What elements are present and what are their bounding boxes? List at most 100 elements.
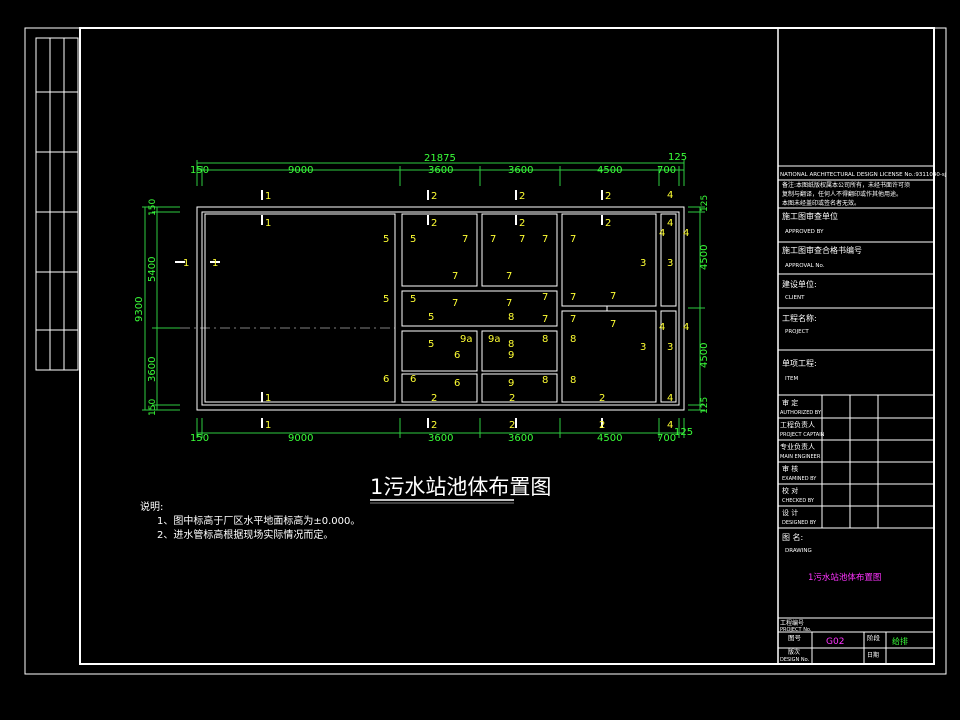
- project-cn: 工程名称:: [782, 313, 817, 323]
- mark-5-f: 5: [428, 339, 434, 350]
- mark-3-c: 3: [640, 342, 646, 353]
- dim-top-extra: 125: [668, 152, 687, 163]
- mark-2-j: 2: [509, 420, 515, 431]
- client-cn: 建设单位:: [782, 279, 817, 289]
- mark-7-e: 7: [519, 234, 525, 245]
- dim-bottom-1: 9000: [288, 433, 313, 444]
- mark-1-bot-b: 1: [265, 420, 271, 431]
- mark-2-d: 2: [519, 218, 525, 229]
- role-en-4: CHECKED BY: [782, 498, 815, 504]
- dim-top-0: 150: [190, 165, 209, 176]
- mark-4-f: 4: [683, 322, 689, 333]
- drawing-name-en: DRAWING: [785, 548, 812, 554]
- mark-7-f: 7: [452, 271, 458, 282]
- mark-2-i: 2: [509, 393, 515, 404]
- project-no-label: 工程编号: [780, 619, 804, 627]
- role-en-2: MAIN ENGINEER: [780, 454, 821, 460]
- role-en-0: AUTHORIZED BY: [780, 410, 822, 416]
- role-cn-0: 审 定: [782, 398, 798, 407]
- dim-left-0: 150: [148, 199, 158, 216]
- remark-line-2: 复制与翻译，任何人不得翻印或作其他用途。: [782, 190, 902, 198]
- dim-bottom-5: 700: [657, 433, 676, 444]
- role-en-1: PROJECT CAPTAIN: [780, 432, 825, 438]
- drawing-no-value: G02: [826, 637, 844, 647]
- mark-8-c: 8: [542, 334, 548, 345]
- role-cn-4: 校 对: [782, 486, 798, 495]
- project-no-en: PROJECT No.: [780, 627, 812, 633]
- role-cn-2: 专业负责人: [780, 442, 815, 451]
- dim-bottom-extra: 125: [674, 427, 693, 438]
- remark-line-3: 本图未经盖印或签名者无效。: [782, 199, 860, 207]
- mark-9-b: 9: [508, 378, 514, 389]
- mark-7-a: 7: [462, 234, 468, 245]
- dim-top-1: 9000: [288, 165, 313, 176]
- mark-8-a: 8: [508, 312, 514, 323]
- project-en: PROJECT: [785, 329, 809, 335]
- sheet-inner-border: [79, 27, 935, 665]
- mark-6-b: 6: [410, 374, 416, 385]
- mark-9-a: 9: [508, 350, 514, 361]
- mark-4-a: 4: [667, 190, 673, 201]
- mark-4-h: 4: [667, 420, 673, 431]
- dim-overall-height: 9300: [134, 297, 145, 322]
- mark-1-left-b: 1: [212, 258, 218, 269]
- mark-3-a: 3: [640, 258, 646, 269]
- dim-right-1: 4500: [699, 245, 710, 270]
- mark-8-d: 8: [570, 334, 576, 345]
- mark-7-d: 7: [570, 234, 576, 245]
- mark-1-left-a: 1: [183, 258, 189, 269]
- dim-top-5: 700: [657, 165, 676, 176]
- mark-6-c: 6: [454, 350, 460, 361]
- role-cn-1: 工程负责人: [780, 420, 815, 429]
- mark-8-f: 8: [570, 375, 576, 386]
- mark-4-b: 4: [667, 218, 673, 229]
- dim-top-2: 3600: [428, 165, 453, 176]
- dim-overall-width: 21875: [424, 153, 456, 164]
- mark-7-o: 7: [610, 319, 616, 330]
- mark-5-c: 5: [383, 294, 389, 305]
- mark-7-l: 7: [610, 291, 616, 302]
- mark-2-g: 2: [431, 393, 437, 404]
- dim-bottom-2: 3600: [428, 433, 453, 444]
- mark-7-g: 7: [506, 271, 512, 282]
- mark-2-h: 2: [431, 420, 437, 431]
- dim-top-4: 4500: [597, 165, 622, 176]
- design-no-en: DESIGN No.: [780, 657, 810, 663]
- drawing-title: 1污水站池体布置图: [370, 475, 551, 499]
- mark-6-d: 6: [454, 378, 460, 389]
- design-no-label: 版次: [788, 648, 800, 656]
- dim-left-2: 3600: [147, 357, 158, 382]
- dim-left-1: 5400: [147, 257, 158, 282]
- dim-bottom-0: 150: [190, 433, 209, 444]
- dimensions: [142, 160, 705, 438]
- date-label: 日期: [867, 651, 879, 659]
- note-1: 1、图中标高于厂区水平地面标高为±0.000。: [157, 514, 360, 527]
- mark-5-b: 5: [410, 234, 416, 245]
- dim-bottom-4: 4500: [597, 433, 622, 444]
- mark-2-e: 2: [605, 191, 611, 202]
- note-2: 2、进水管标高根据现场实际情况而定。: [157, 528, 333, 541]
- mark-7-n: 7: [570, 314, 576, 325]
- role-en-5: DESIGNED BY: [782, 520, 817, 526]
- mark-5-e: 5: [428, 312, 434, 323]
- mark-7-b: 7: [490, 234, 496, 245]
- mark-7-j: 7: [542, 292, 548, 303]
- binding-strip: [35, 37, 79, 371]
- mark-6-a: 6: [383, 374, 389, 385]
- mark-7-k: 7: [570, 292, 576, 303]
- mark-3-b: 3: [667, 258, 673, 269]
- dim-left-3: 150: [148, 399, 158, 416]
- approved-cn: 施工图审查单位: [782, 211, 838, 221]
- approved-en: APPROVED BY: [785, 229, 824, 235]
- role-cn-5: 设 计: [782, 508, 798, 517]
- mark-3-d: 3: [667, 342, 673, 353]
- tank-plan: [180, 206, 685, 411]
- dim-bottom-3: 3600: [508, 433, 533, 444]
- client-en: CLIENT: [785, 295, 805, 301]
- phase-value: 给排: [892, 636, 908, 646]
- role-en-3: EXAMINED BY: [782, 476, 817, 482]
- mark-5-a: 5: [383, 234, 389, 245]
- mark-4-g: 4: [667, 393, 673, 404]
- mark-2-a: 2: [431, 191, 437, 202]
- mark-4-e: 4: [659, 322, 665, 333]
